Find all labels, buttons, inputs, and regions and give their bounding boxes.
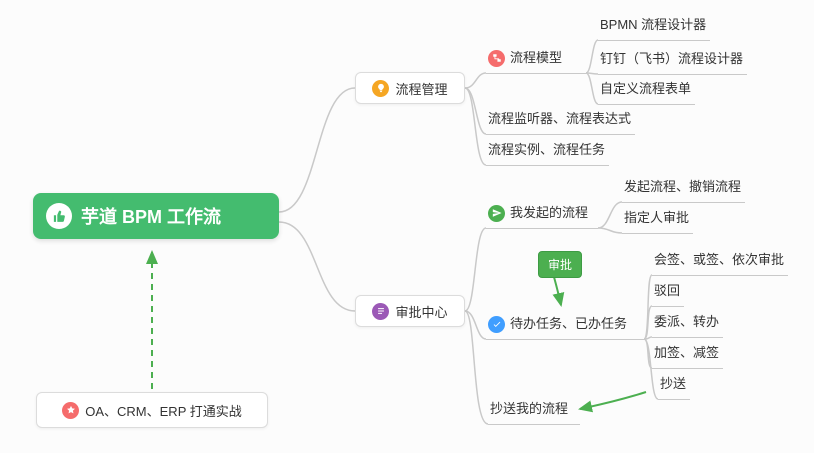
node-label: 驳回	[654, 283, 681, 298]
node-todo-done-tasks[interactable]: 待办任务、已办任务	[486, 315, 644, 340]
check-icon	[488, 315, 505, 333]
node-initiate-cancel[interactable]: 发起流程、撤销流程	[622, 178, 746, 203]
node-my-initiated-processes[interactable]: 我发起的流程	[486, 204, 598, 229]
node-label: 加签、减签	[654, 345, 720, 360]
node-instance-task[interactable]: 流程实例、流程任务	[486, 141, 610, 166]
node-label: 抄送我的流程	[490, 401, 569, 416]
node-label: 待办任务、已办任务	[510, 316, 628, 331]
node-label: 钉钉（飞书）流程设计器	[600, 51, 744, 66]
node-add-remove-sign[interactable]: 加签、减签	[652, 344, 724, 369]
node-label: 我发起的流程	[510, 205, 589, 220]
lightbulb-icon	[372, 79, 390, 97]
node-cc[interactable]: 抄送	[658, 375, 691, 400]
approval-badge[interactable]: 审批	[538, 251, 583, 278]
node-label: 流程实例、流程任务	[488, 142, 606, 157]
node-label: BPMN 流程设计器	[600, 17, 707, 32]
node-label: 自定义流程表单	[600, 81, 692, 96]
cc-to-ccmy-arrow	[578, 391, 647, 413]
node-dingtalk-designer[interactable]: 钉钉（飞书）流程设计器	[598, 50, 748, 75]
node-label: 审批中心	[395, 304, 448, 320]
node-label: 指定人审批	[624, 210, 690, 225]
node-label: 流程监听器、流程表达式	[488, 111, 632, 126]
root-label: 芋道 BPM 工作流	[81, 207, 222, 227]
node-delegate-transfer[interactable]: 委派、转办	[652, 313, 724, 338]
node-label: 抄送	[660, 376, 687, 391]
star-icon	[62, 401, 80, 419]
node-label: OA、CRM、ERP 打通实战	[85, 403, 242, 419]
node-label: 发起流程、撤销流程	[624, 179, 742, 194]
node-listener-expression[interactable]: 流程监听器、流程表达式	[486, 110, 636, 135]
node-label: 流程模型	[510, 50, 563, 65]
node-assignee-approval[interactable]: 指定人审批	[622, 209, 694, 234]
node-label: 委派、转办	[654, 314, 720, 329]
node-label: 流程管理	[395, 81, 448, 97]
node-process-model[interactable]: 流程模型	[486, 49, 586, 74]
list-icon	[372, 302, 390, 320]
node-countersign[interactable]: 会签、或签、依次审批	[652, 251, 789, 276]
node-process-management[interactable]: 流程管理	[355, 72, 465, 104]
node-reject[interactable]: 驳回	[652, 282, 685, 307]
badge-label: 审批	[548, 258, 573, 272]
approval-todo-arrow	[552, 276, 565, 307]
paper-plane-icon	[488, 204, 505, 222]
node-bpmn-designer[interactable]: BPMN 流程设计器	[598, 16, 711, 41]
thumbs-up-icon	[46, 203, 72, 229]
node-approval-center[interactable]: 审批中心	[355, 295, 465, 327]
root-node[interactable]: 芋道 BPM 工作流	[33, 193, 279, 239]
node-label: 会签、或签、依次审批	[654, 252, 785, 267]
flowchart-icon	[488, 49, 505, 67]
node-custom-form[interactable]: 自定义流程表单	[598, 80, 696, 105]
node-oa-crm-erp-integration[interactable]: OA、CRM、ERP 打通实战	[36, 392, 268, 428]
node-cc-my-processes[interactable]: 抄送我的流程	[488, 400, 580, 425]
